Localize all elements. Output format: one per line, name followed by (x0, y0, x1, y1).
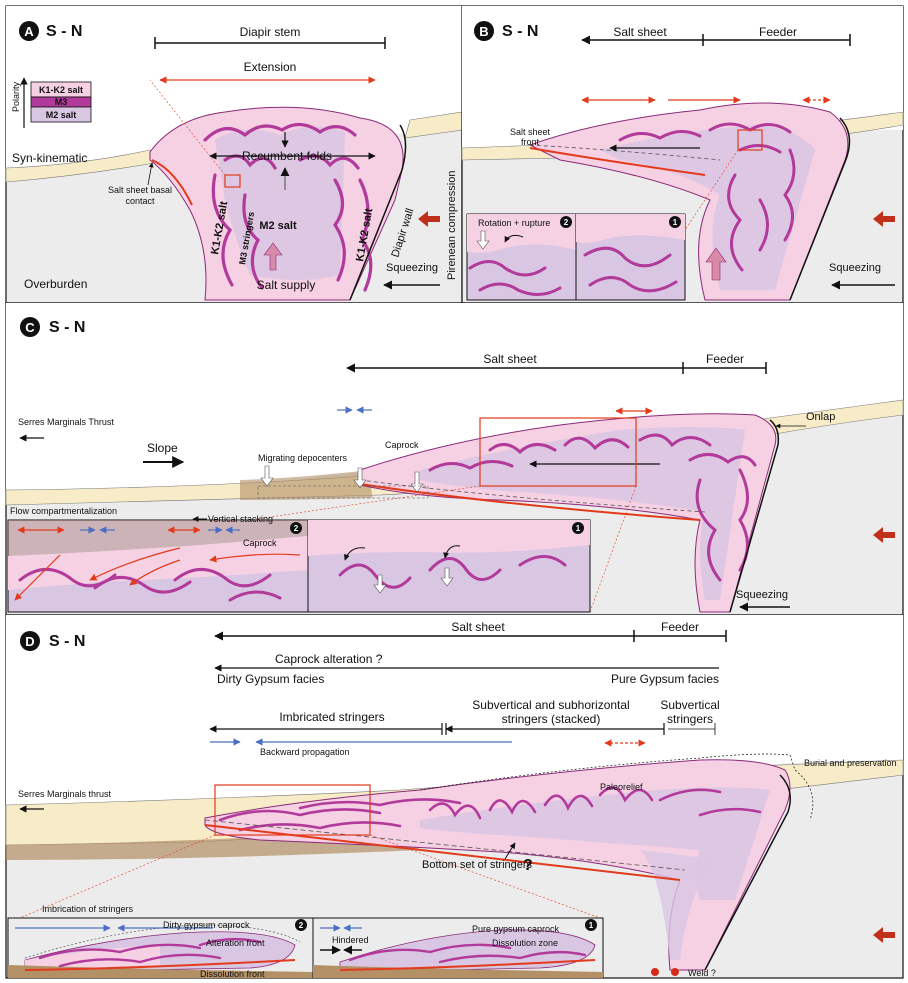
basal-contact-line1: Salt sheet basal (108, 185, 172, 195)
m2-salt-label: M2 salt (259, 220, 297, 232)
legend-k1k2: K1-K2 salt (39, 85, 83, 95)
dirty-gypsum-label: Dirty Gypsum facies (217, 672, 324, 686)
pure-gypsum-label: Pure Gypsum facies (611, 672, 719, 686)
panel-c-squeezing: Squeezing (736, 589, 788, 601)
panel-b: B S - N Salt sheet Feeder Salt sheet fro… (462, 6, 903, 303)
bottom-set-label: Bottom set of stringers (422, 859, 533, 871)
panel-b-salt-sheet: Salt sheet (613, 25, 667, 39)
dirty-caprock-label: Dirty gypsum caprock (163, 920, 250, 930)
basal-contact-line2: contact (125, 196, 155, 206)
panel-d: D S - N Salt sheet Feeder Caprock altera… (6, 615, 903, 979)
panel-d-inset-num-1: 1 (589, 921, 594, 930)
panel-c: C S - N Salt sheet Feeder Serres Margina… (6, 303, 903, 615)
dissolution-zone-label: Dissolution zone (492, 938, 558, 948)
subvert-sub-line2: stringers (stacked) (502, 712, 601, 726)
alteration-front-label: Alteration front (206, 938, 265, 948)
panel-a: A S - N Diapir stem Extension Polarity K… (6, 6, 462, 303)
subvert-line2: stringers (667, 712, 713, 726)
panel-d-serres: Serres Marginals thrust (18, 789, 112, 799)
panel-c-letter: C (25, 320, 35, 335)
pure-caprock-label: Pure gypsum caprock (472, 924, 560, 934)
panel-d-direction: S - N (49, 633, 85, 650)
sheet-front-line1: Salt sheet (510, 127, 551, 137)
vertical-stacking-label: Vertical stacking (208, 514, 273, 524)
subvert-line1: Subvertical (660, 698, 719, 712)
panel-b-direction: S - N (502, 23, 538, 40)
panel-a-squeezing: Squeezing (386, 262, 438, 274)
caprock-inset-label: Caprock (243, 538, 277, 548)
weld-label: Weld ? (688, 968, 716, 978)
overburden-label: Overburden (24, 277, 87, 291)
panel-b-letter: B (479, 24, 488, 39)
panel-b-squeezing: Squeezing (829, 262, 881, 274)
migrating-label: Migrating depocenters (258, 453, 348, 463)
panel-c-feeder: Feeder (706, 352, 744, 366)
onlap-label: Onlap (806, 411, 835, 423)
panel-d-feeder: Feeder (661, 620, 699, 634)
rotation-label: Rotation + rupture (478, 218, 550, 228)
legend-m2: M2 salt (46, 110, 77, 120)
burial-label: Burial and preservation (804, 758, 897, 768)
sheet-front-line2: front (521, 137, 540, 147)
panel-c-inset-1: 1 (308, 520, 590, 612)
polarity-label: Polarity (11, 81, 21, 112)
panel-d-salt-sheet: Salt sheet (451, 620, 505, 634)
panel-c-serres: Serres Marginals Thrust (18, 417, 114, 427)
panel-b-inset-2: Rotation + rupture 2 (467, 214, 576, 300)
panel-c-direction: S - N (49, 319, 85, 336)
imbrication-label: Imbrication of stringers (42, 904, 134, 914)
panel-a-diapir-stem: Diapir stem (240, 25, 301, 39)
hindered-label: Hindered (332, 935, 369, 945)
salt-supply-label: Salt supply (257, 278, 316, 292)
panel-d-inset-1: Hindered Pure gypsum caprock Dissolution… (313, 918, 603, 978)
panel-b-feeder: Feeder (759, 25, 797, 39)
subvert-sub-line1: Subvertical and subhorizontal (472, 698, 629, 712)
panel-c-salt-sheet: Salt sheet (483, 352, 537, 366)
panel-b-inset-num-1: 1 (673, 218, 678, 227)
caprock-alt-label: Caprock alteration ? (275, 652, 383, 666)
panel-c-inset-num-1: 1 (576, 524, 581, 533)
panel-a-letter: A (24, 24, 34, 39)
backward-label: Backward propagation (260, 747, 350, 757)
panel-d-letter: D (25, 634, 34, 649)
panel-a-extension: Extension (244, 60, 297, 74)
panel-d-inset-num-2: 2 (299, 921, 304, 930)
panel-c-inset-2: Flow compartmentalization Vertical stack… (8, 506, 308, 612)
imbricated-label: Imbricated stringers (279, 710, 384, 724)
caprock-label: Caprock (385, 440, 419, 450)
panel-c-inset-num-2: 2 (294, 524, 299, 533)
slope-label: Slope (147, 441, 178, 455)
paleorelief-label: Paleorelief (600, 782, 643, 792)
panel-a-direction: S - N (46, 23, 82, 40)
dissolution-front-label: Dissolution front (200, 969, 265, 979)
panel-b-inset-1: 1 (576, 214, 685, 300)
recumbent-folds-label: Recumbent folds (242, 149, 332, 163)
pirenean-label: Pirenean compression (446, 171, 458, 280)
panel-b-inset-num-2: 2 (564, 218, 569, 227)
syn-kinematic-label: Syn-kinematic (12, 151, 87, 165)
legend-m3: M3 (55, 97, 68, 107)
flow-comp-label: Flow compartmentalization (10, 506, 117, 516)
bottom-set-question: ? (523, 857, 533, 874)
